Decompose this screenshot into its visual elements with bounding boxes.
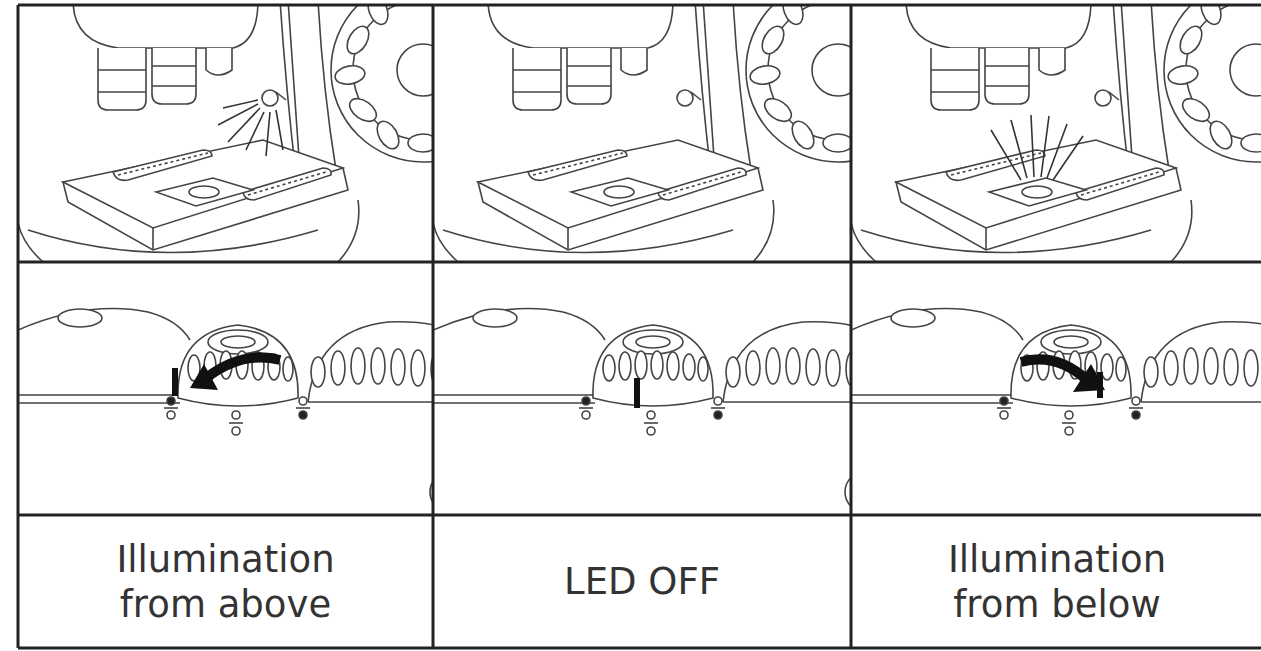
- mode-label: Illumination from above: [81, 537, 371, 627]
- label-cell: Illumination from above: [18, 515, 433, 648]
- mode-label: Illumination from below: [912, 537, 1202, 627]
- label-cell: LED OFF: [433, 515, 851, 648]
- panel-illustration: [18, 5, 433, 512]
- panel-grid: [18, 5, 1261, 648]
- mode-label: LED OFF: [564, 559, 720, 604]
- label-cell: Illumination from below: [851, 515, 1261, 648]
- panel-illustration: [433, 5, 851, 512]
- panel-illustration: [851, 5, 1261, 512]
